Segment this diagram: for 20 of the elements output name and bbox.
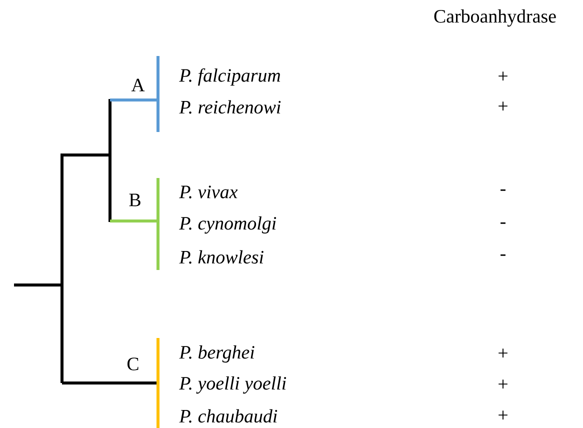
presence-sign: +	[498, 102, 508, 110]
presence-sign: +	[498, 380, 508, 388]
presence-sign: +	[498, 72, 508, 80]
clade-letter: A	[131, 78, 145, 92]
species-name: P. falciparum	[179, 68, 280, 86]
presence-sign: +	[498, 410, 508, 420]
presence-sign: -	[500, 222, 506, 224]
column-header: Carboanhydrase	[434, 9, 556, 27]
presence-sign: +	[498, 348, 508, 358]
species-name: P. knowlesi	[179, 250, 264, 264]
species-name: P. berghei	[179, 345, 254, 363]
species-name: P. cynomolgi	[179, 216, 276, 234]
species-name: P. reichenowi	[179, 100, 281, 114]
clade-letter: C	[127, 358, 138, 370]
presence-sign: -	[500, 254, 506, 256]
presence-sign: -	[500, 189, 506, 191]
species-name: P. vivax	[179, 186, 238, 198]
species-name: P. yoelli yoelli	[179, 376, 286, 394]
species-name: P. chaubaudi	[179, 409, 278, 423]
clade-letter: B	[129, 194, 140, 206]
